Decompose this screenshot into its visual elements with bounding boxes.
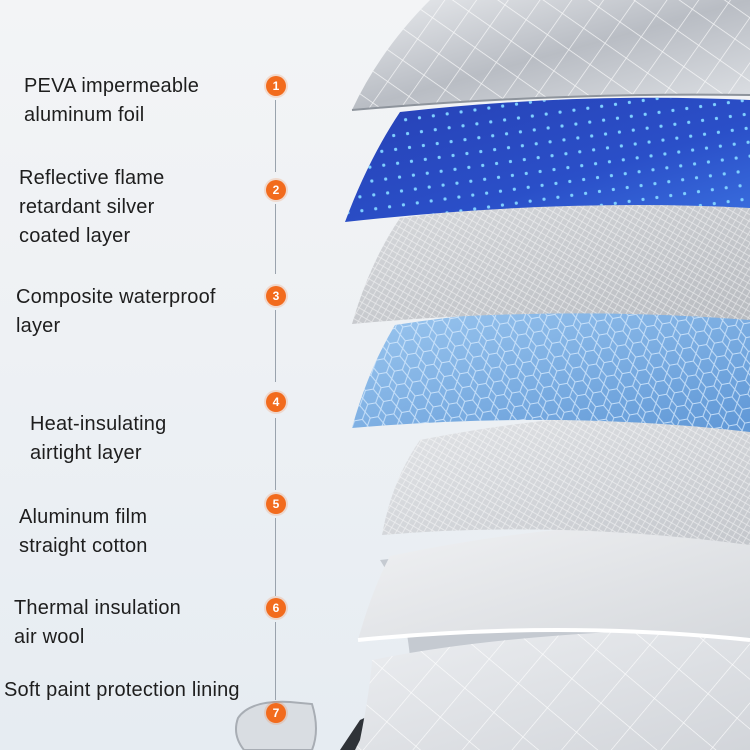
- layer-number-badge: 5: [266, 494, 286, 514]
- layer-number-badge: 4: [266, 392, 286, 412]
- label-line: aluminum foil: [24, 104, 145, 126]
- label-line: Heat-insulating: [30, 413, 167, 435]
- connector-line: [275, 204, 276, 274]
- layer-5-aluminum-film-cotton: [382, 411, 750, 545]
- label-line: airtight layer: [30, 442, 142, 464]
- layer-label: Aluminum film straight cotton: [19, 503, 148, 561]
- layer-6-air-wool: [357, 520, 750, 642]
- layer-label: Thermal insulation air wool: [14, 594, 181, 652]
- label-line: coated layer: [19, 225, 131, 247]
- layer-number-badge: 6: [266, 598, 286, 618]
- connector-line: [275, 518, 276, 596]
- layer-label: Reflective flame retardant silver coated…: [19, 164, 164, 251]
- label-line: Aluminum film: [19, 506, 148, 528]
- layer-number-badge: 3: [266, 286, 286, 306]
- layer-label: Soft paint protection lining: [4, 676, 240, 705]
- layer-7-soft-lining: [355, 628, 750, 750]
- layer-4-heat-insulating: [352, 305, 750, 432]
- label-line: straight cotton: [19, 535, 148, 557]
- layer-number-badge: 1: [266, 76, 286, 96]
- connector-line: [275, 622, 276, 700]
- label-line: Soft paint protection lining: [4, 679, 240, 701]
- label-line: Composite waterproof: [16, 286, 216, 308]
- layer-label: Composite waterproof layer: [16, 283, 216, 341]
- layer-label: Heat-insulating airtight layer: [30, 410, 166, 468]
- layer-1-peva-foil: [351, 0, 750, 111]
- label-line: air wool: [14, 626, 85, 648]
- connector-line: [275, 100, 276, 172]
- label-line: Reflective flame: [19, 167, 165, 189]
- layer-number-badge: 2: [266, 180, 286, 200]
- layer-3-composite-waterproof: [352, 201, 750, 324]
- layer-label: PEVA impermeable aluminum foil: [24, 72, 199, 130]
- layer-number-badge: 7: [266, 703, 286, 723]
- connector-line: [275, 310, 276, 382]
- connector-line: [275, 418, 276, 490]
- label-line: layer: [16, 315, 61, 337]
- label-line: retardant silver: [19, 196, 155, 218]
- layer-2-reflective-blue: [345, 97, 750, 222]
- label-line: Thermal insulation: [14, 597, 182, 619]
- label-line: PEVA impermeable: [24, 75, 200, 97]
